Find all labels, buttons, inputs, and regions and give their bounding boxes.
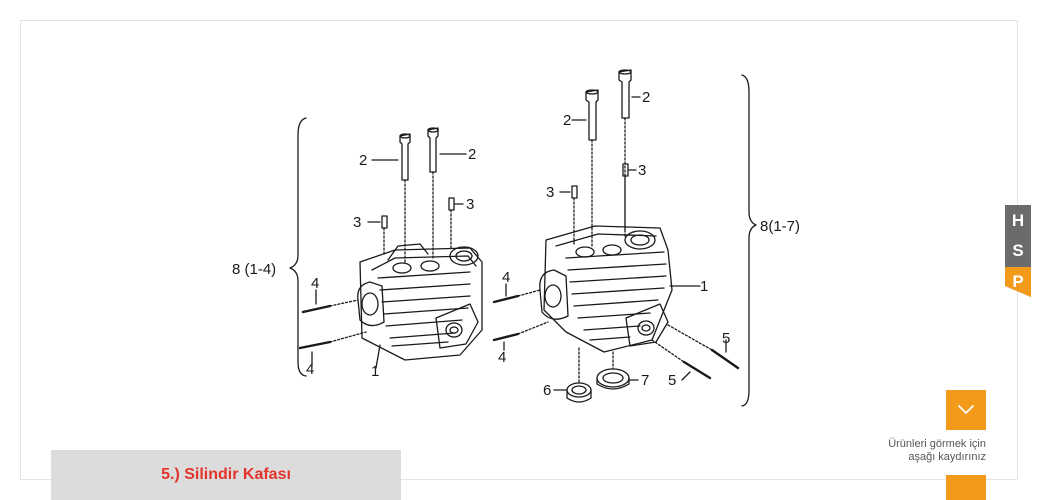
label-1: 1 <box>700 278 708 295</box>
label-2: 2 <box>642 89 650 106</box>
chevron-down-icon <box>958 405 974 414</box>
scroll-hint-line1: Ürünleri görmek için <box>888 438 986 450</box>
scroll-secondary-button[interactable] <box>946 475 986 500</box>
label-4: 4 <box>306 361 314 378</box>
right-cylinder-head <box>492 69 740 403</box>
label-2: 2 <box>563 112 571 129</box>
right-group-brace <box>741 74 757 407</box>
label-2: 2 <box>359 152 367 169</box>
label-1: 1 <box>371 363 379 380</box>
label-5: 5 <box>668 372 676 389</box>
left-group-brace <box>289 117 307 377</box>
part-labels: 8 (1-4) 8(1-7) 2 2 3 3 4 4 1 2 2 3 3 4 4… <box>232 89 800 399</box>
label-3: 3 <box>638 162 646 179</box>
logo-letter-h: H <box>1011 210 1025 230</box>
logo-letter-s: S <box>1012 241 1024 261</box>
diagram-frame <box>20 20 1018 480</box>
label-4: 4 <box>498 349 506 366</box>
label-2: 2 <box>468 146 476 163</box>
label-5: 5 <box>722 330 730 347</box>
label-3: 3 <box>546 184 554 201</box>
label-group-right: 8(1-7) <box>760 218 800 235</box>
caption-title: 5.) Silindir Kafası <box>161 466 291 483</box>
label-4: 4 <box>311 275 319 292</box>
label-4: 4 <box>502 269 510 286</box>
label-3: 3 <box>466 196 474 213</box>
label-group-left: 8 (1-4) <box>232 261 276 278</box>
hsp-side-logo[interactable]: H S P <box>1005 205 1031 297</box>
caption-bar: 5.) Silindir Kafası <box>51 450 401 500</box>
label-7: 7 <box>641 372 649 389</box>
logo-letter-p: P <box>1012 272 1024 292</box>
scroll-hint-text: Ürünleri görmek için aşağı kaydırınız <box>860 438 986 464</box>
label-3: 3 <box>353 214 361 231</box>
left-cylinder-head <box>298 127 483 369</box>
scroll-hint-line2: aşağı kaydırınız <box>908 451 986 463</box>
scroll-down-button[interactable] <box>946 390 986 430</box>
label-6: 6 <box>543 382 551 399</box>
